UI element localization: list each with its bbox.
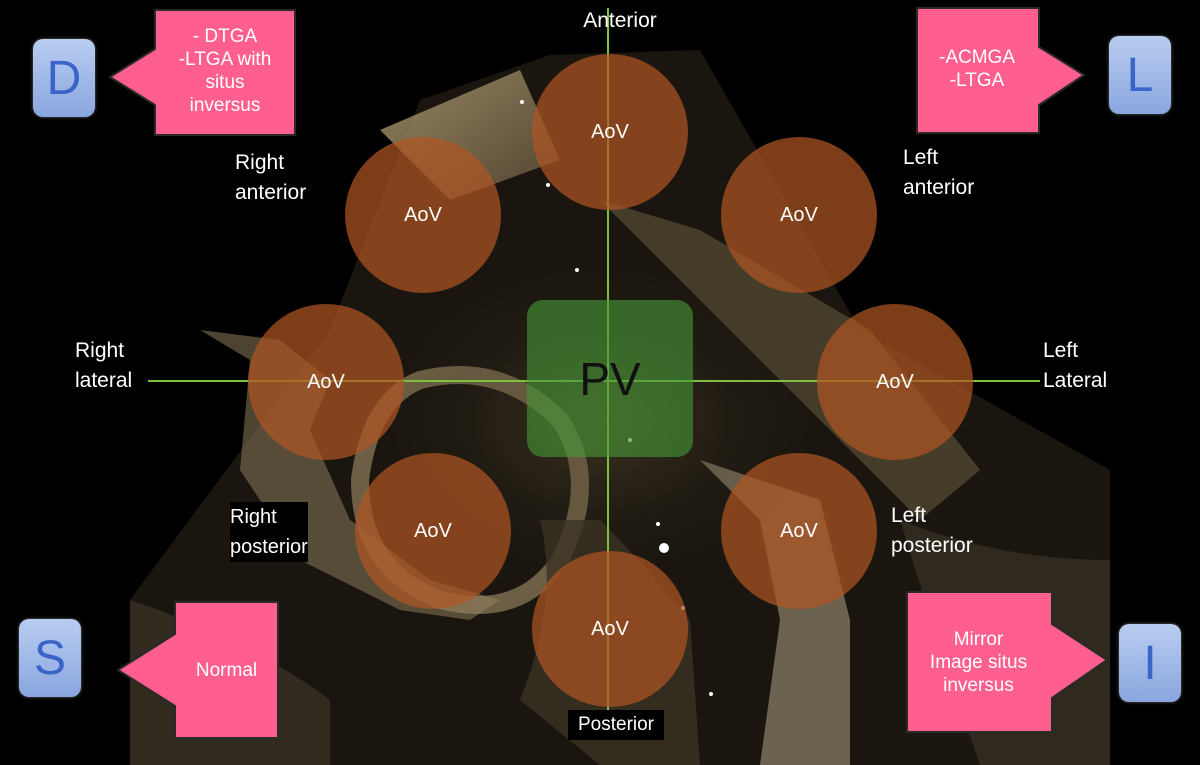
posterior-label: Posterior — [568, 710, 664, 740]
left-lateral-label: Left Lateral — [1043, 339, 1108, 392]
callout-bottom-right-arrow — [906, 591, 1108, 733]
anterior-label: Anterior — [583, 9, 657, 32]
pulmonary-valve-box: PV — [527, 300, 693, 457]
aov-label: AoV — [876, 370, 914, 393]
letter-l-box: L — [1109, 36, 1171, 114]
aov-anterior: AoV — [532, 54, 688, 210]
pv-label: PV — [579, 352, 641, 405]
callout-bottom-right-text: Mirror Image situs inversus — [929, 628, 1028, 696]
callout-bottom-left-arrow — [117, 601, 279, 739]
aov-label: AoV — [404, 203, 442, 226]
aov-label: AoV — [307, 370, 345, 393]
aov-label: AoV — [780, 519, 818, 542]
aov-label: AoV — [780, 203, 818, 226]
right-posterior-label: Right posterior — [230, 502, 308, 562]
aov-right-posterior: AoV — [355, 453, 511, 609]
callout-top-right-text: -ACMGA -LTGA — [939, 47, 1015, 91]
aov-right-lateral: AoV — [248, 304, 404, 460]
left-posterior-label: Left posterior — [891, 504, 973, 557]
aov-left-anterior: AoV — [721, 137, 877, 293]
aov-label: AoV — [591, 617, 629, 640]
aov-left-lateral: AoV — [817, 304, 973, 460]
right-lateral-label: Right lateral — [75, 339, 133, 392]
callout-top-right-arrow — [916, 7, 1085, 134]
aov-left-posterior: AoV — [721, 453, 877, 609]
callout-top-left-text: - DTGA -LTGA with situs inversus — [178, 26, 272, 116]
aov-posterior: AoV — [532, 551, 688, 707]
letter-i-box: I — [1119, 624, 1181, 702]
left-anterior-label: Left anterior — [903, 146, 975, 199]
aov-label: AoV — [414, 519, 452, 542]
aov-label: AoV — [591, 120, 629, 143]
right-anterior-label: Right anterior — [235, 151, 307, 204]
callout-top-left-arrow — [109, 9, 296, 136]
letter-s-box: S — [19, 619, 81, 697]
letter-d-box: D — [33, 39, 95, 117]
aov-right-anterior: AoV — [345, 137, 501, 293]
callout-bottom-left-text: Normal — [195, 659, 258, 681]
